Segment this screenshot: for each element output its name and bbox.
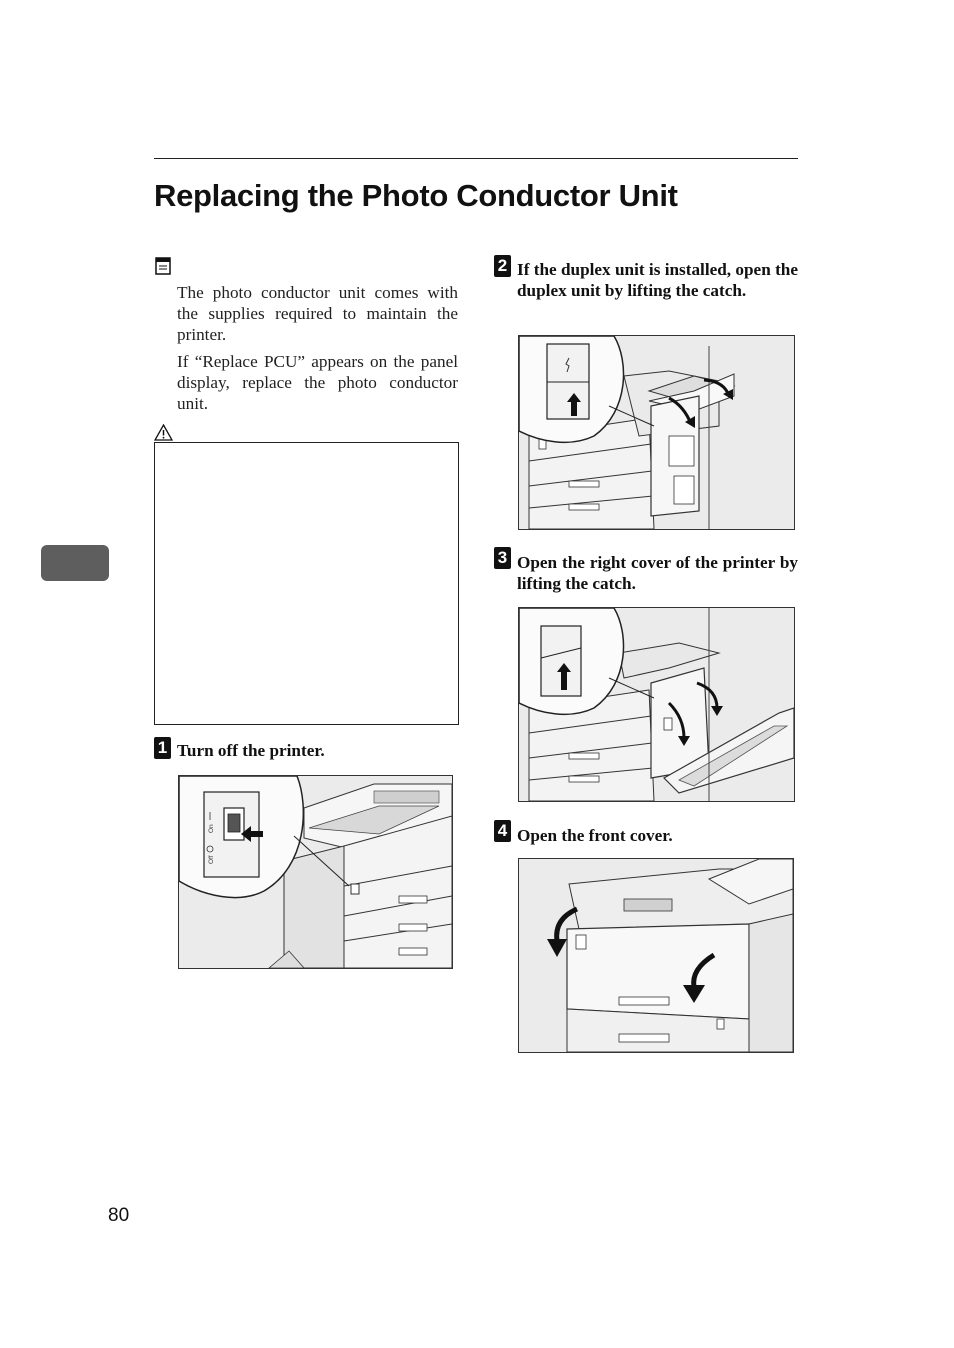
page-number: 80 bbox=[108, 1205, 130, 1226]
figure-front-cover bbox=[518, 858, 794, 1053]
step-text-1: Turn off the printer. bbox=[177, 741, 325, 760]
note-paragraph-2: If “Replace PCU” appears on the panel di… bbox=[177, 352, 458, 413]
step-number-2: 2 bbox=[494, 255, 511, 277]
figure-power-switch: On Off bbox=[178, 775, 453, 969]
step-number-3: 3 bbox=[494, 547, 511, 569]
switch-label-on: On bbox=[208, 824, 215, 833]
page-title: Replacing the Photo Conductor Unit bbox=[154, 178, 678, 213]
step-text-4: Open the front cover. bbox=[517, 826, 673, 845]
figure-right-cover bbox=[518, 607, 795, 802]
header-rule bbox=[154, 158, 798, 159]
step-text-2: If the duplex unit is installed, open th… bbox=[517, 260, 798, 300]
caution-box bbox=[154, 442, 459, 725]
note-paragraph-1: The photo conductor unit comes with the … bbox=[177, 283, 458, 344]
step-number-4: 4 bbox=[494, 820, 511, 842]
note-icon bbox=[155, 257, 171, 280]
warning-triangle-icon bbox=[153, 423, 174, 446]
chapter-tab bbox=[41, 545, 109, 581]
figure-duplex-unit bbox=[518, 335, 795, 530]
switch-label-off: Off bbox=[208, 855, 215, 864]
step-number-1: 1 bbox=[154, 737, 171, 759]
step-text-3: Open the right cover of the printer by l… bbox=[517, 553, 798, 593]
